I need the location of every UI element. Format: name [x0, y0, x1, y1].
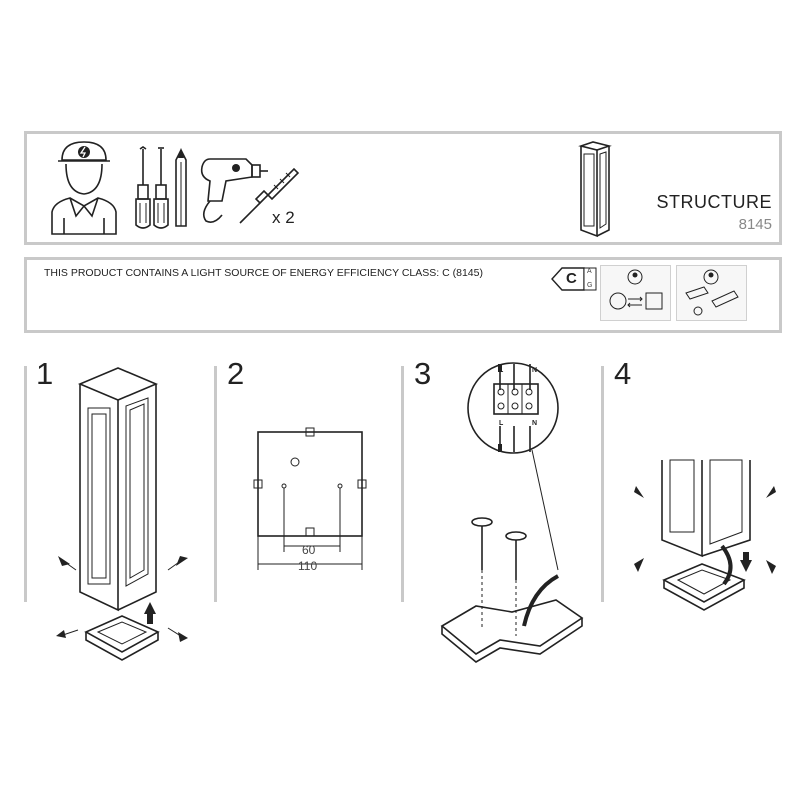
- step-2-base-plate-diagram: [253, 427, 367, 570]
- replaceable-light-source-icon: [600, 265, 671, 321]
- step-2-number: 2: [227, 356, 245, 391]
- step-1-number: 1: [36, 356, 54, 391]
- screw-anchor-icon: [239, 167, 300, 224]
- product-lamp-icon: [578, 141, 612, 238]
- step-3-base-install-illustration: [440, 449, 584, 663]
- step-1-lamp-illustration: [56, 367, 188, 661]
- wire-label-top-N: N: [532, 367, 538, 374]
- energy-class-badge: [551, 267, 597, 291]
- energy-scale-bottom: G: [587, 282, 593, 289]
- energy-class-letter: C: [566, 270, 577, 287]
- step-2-divider: [214, 366, 217, 602]
- dimension-outer: 110: [298, 559, 318, 573]
- energy-scale-top: A: [587, 268, 592, 275]
- screwdriver-phillips-icon: [135, 146, 151, 229]
- step-3-number: 3: [414, 356, 432, 391]
- step-3-divider: [401, 366, 404, 602]
- drill-icon: [200, 158, 268, 223]
- tools-header-panel: [24, 131, 782, 245]
- wire-label-bottom-N: N: [532, 420, 538, 427]
- product-title: STRUCTURE: [656, 192, 772, 212]
- pencil-icon: [175, 148, 187, 227]
- step-4-number: 4: [614, 356, 632, 391]
- screwdriver-flat-icon: [153, 147, 169, 229]
- control-gear-icon: [676, 265, 747, 321]
- wire-label-bottom-L: L: [499, 420, 504, 427]
- electrician-icon: [51, 141, 117, 235]
- step-4-divider: [601, 366, 604, 602]
- screw-count-label: x 2: [272, 208, 295, 227]
- dimension-inner: 60: [302, 543, 316, 557]
- step-4-lamp-mount-illustration: [634, 459, 776, 611]
- terminal-block-zoom: [467, 362, 559, 454]
- energy-notice: THIS PRODUCT CONTAINS A LIGHT SOURCE OF …: [44, 267, 483, 279]
- step-1-divider: [24, 366, 27, 602]
- wire-label-top-L: L: [499, 367, 504, 374]
- product-code: 8145: [738, 216, 772, 233]
